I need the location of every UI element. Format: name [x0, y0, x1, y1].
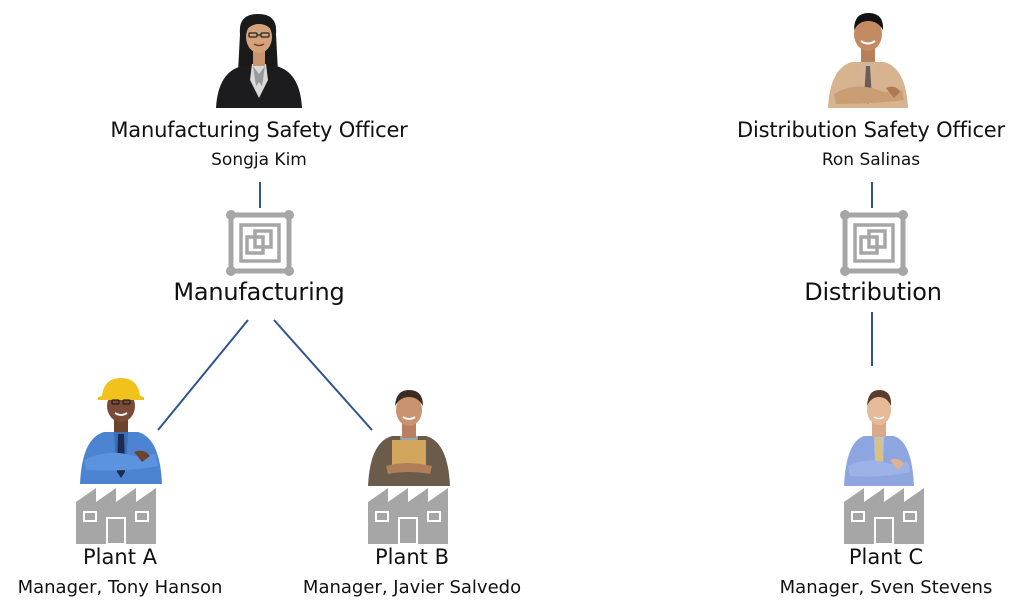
person-icon — [80, 378, 162, 484]
person-icon — [216, 14, 302, 108]
department-icon-distribution — [840, 210, 908, 276]
factory-icon — [844, 488, 924, 544]
officer-title-distribution: Distribution Safety Officer — [737, 118, 1005, 142]
plant-name-c: Plant C — [848, 545, 924, 569]
plant-icon-plant-b — [368, 486, 448, 544]
plant-manager-b: Manager, Javier Salvedo — [302, 577, 522, 598]
plant-manager-c: Manager, Sven Stevens — [779, 577, 993, 598]
nested-squares-icon — [840, 210, 908, 276]
factory-icon — [76, 488, 156, 544]
person-icon — [844, 390, 914, 486]
officer-photo-distribution — [826, 8, 910, 108]
department-icon-manufacturing — [226, 210, 294, 276]
officer-title-manufacturing: Manufacturing Safety Officer — [110, 118, 408, 142]
manager-photo-plant-b — [366, 386, 452, 486]
connector-manufacturing-plant-a — [157, 319, 249, 431]
person-icon — [368, 390, 450, 486]
nested-squares-icon — [226, 210, 294, 276]
officer-photo-manufacturing — [212, 8, 306, 108]
department-label-distribution: Distribution — [804, 278, 942, 306]
connector-manufacturing-plant-b — [273, 319, 373, 431]
plant-name-b: Plant B — [375, 545, 449, 569]
department-label-manufacturing: Manufacturing — [173, 278, 345, 306]
manager-photo-plant-a — [78, 376, 164, 486]
plant-name-a: Plant A — [83, 545, 157, 569]
manager-photo-plant-c — [842, 386, 916, 486]
officer-name-manufacturing: Songja Kim — [211, 150, 307, 170]
person-icon — [828, 12, 908, 108]
officer-name-distribution: Ron Salinas — [821, 150, 921, 170]
plant-icon-plant-a — [76, 486, 156, 544]
plant-icon-plant-c — [844, 486, 924, 544]
plant-manager-a: Manager, Tony Hanson — [17, 577, 223, 598]
factory-icon — [368, 488, 448, 544]
